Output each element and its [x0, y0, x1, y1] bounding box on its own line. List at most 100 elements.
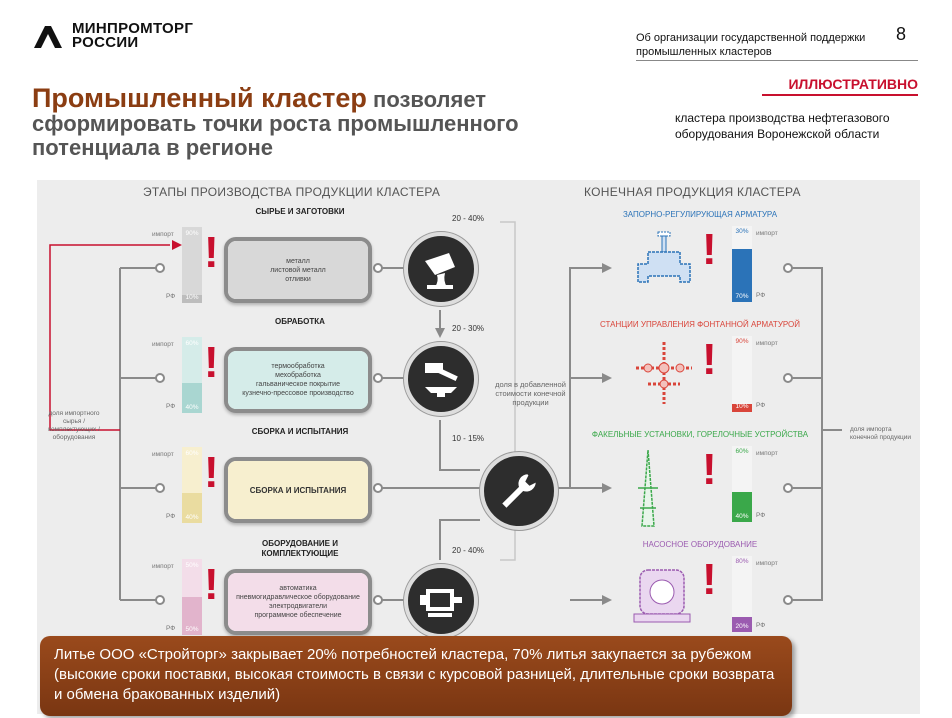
logo-triangle-icon: [34, 26, 62, 48]
product-title: СТАНЦИИ УПРАВЛЕНИЯ ФОНТАННОЙ АРМАТУРОЙ: [599, 320, 801, 329]
product-import-share-bar: 30% 70%: [732, 226, 752, 302]
product-rf-pct: 10%: [735, 403, 749, 410]
product-import-share-bar: 80% 20%: [732, 556, 752, 632]
import-label: импорт: [756, 560, 778, 567]
stage-item: кузнечно-прессовое производство: [242, 390, 354, 397]
stage-item: гальваническое покрытие: [256, 381, 340, 388]
import-pct: 60%: [185, 340, 199, 347]
hammer-anvil-icon: [404, 342, 478, 416]
warning-exclamation-icon: !: [204, 338, 219, 387]
warning-exclamation-icon: !: [702, 335, 717, 384]
rf-label: РФ: [166, 403, 176, 410]
product-rf-share-fill: [732, 617, 752, 632]
product-illustration-icon: [628, 448, 668, 533]
stage-items: СБОРКА И ИСПЫТАНИЯ: [228, 461, 368, 519]
import-share-bar: 90% 10%: [182, 227, 202, 303]
rf-share-fill: [182, 295, 202, 303]
right-note: доля импорта конечной продукции: [850, 426, 912, 441]
stage-item: отливки: [285, 275, 311, 283]
product-import-pct: 30%: [735, 228, 749, 235]
rf-label: РФ: [756, 512, 766, 519]
rf-pct: 10%: [185, 294, 199, 301]
import-pct: 50%: [185, 562, 199, 569]
import-label: импорт: [152, 341, 174, 348]
wrench-icon: [480, 452, 558, 530]
import-share-bar: 60% 40%: [182, 447, 202, 523]
header-divider: [636, 60, 918, 61]
import-label: импорт: [756, 230, 778, 237]
rf-share-fill: [182, 383, 202, 413]
import-label: импорт: [152, 231, 174, 238]
product-rf-share-fill: [732, 492, 752, 522]
value-added-range: 20 - 30%: [452, 324, 485, 333]
product-title: ЗАПОРНО-РЕГУЛИРУЮЩАЯ АРМАТУРА: [622, 210, 778, 219]
product-rf-pct: 40%: [735, 513, 749, 520]
stage-item: электродвигатели: [268, 603, 327, 610]
stage-title: ОБОРУДОВАНИЕ И КОМПЛЕКТУЮЩИЕ: [261, 539, 339, 558]
stage-items: термообработка мехобработка гальваническое…: [228, 351, 368, 409]
document-title: Об организации государственной поддержки…: [636, 32, 866, 58]
import-label: импорт: [152, 451, 174, 458]
stage-item: пневмогидравлическое оборудование: [236, 594, 360, 601]
product-import-share-bar: 90% 10%: [732, 336, 752, 412]
slide-title-rest: позволяет сформировать точки роста промы…: [32, 87, 519, 160]
product-import-share-bar: 60% 40%: [732, 446, 752, 522]
rf-pct: 40%: [185, 514, 199, 521]
warning-exclamation-icon: !: [702, 225, 717, 274]
stage-title: СБОРКА И ИСПЫТАНИЯ: [251, 427, 349, 436]
import-share-bar: 60% 40%: [182, 337, 202, 413]
rf-label: РФ: [166, 293, 176, 300]
stage-box: СБОРКА И ИСПЫТАНИЯ: [224, 457, 372, 523]
product-title: ФАКЕЛЬНЫЕ УСТАНОВКИ, ГОРЕЛОЧНЫЕ УСТРОЙСТ…: [591, 430, 809, 439]
stage-item: термообработка: [271, 363, 325, 370]
product-rf-share-fill: [732, 249, 752, 302]
rf-share-fill: [182, 597, 202, 635]
slide-title: Промышленный кластер позволяет сформиров…: [32, 83, 652, 160]
product-import-pct: 90%: [735, 338, 749, 345]
rf-label: РФ: [756, 292, 766, 299]
stage-item: автоматика: [279, 585, 317, 592]
rf-pct: 40%: [185, 404, 199, 411]
rf-share-fill: [182, 493, 202, 523]
rf-label: РФ: [756, 622, 766, 629]
warning-exclamation-icon: !: [702, 555, 717, 604]
stage-box: термообработка мехобработка гальваническое…: [224, 347, 372, 413]
rf-label: РФ: [756, 402, 766, 409]
import-pct: 90%: [185, 230, 199, 237]
stage-item: мехобработка: [275, 372, 321, 379]
page-number: 8: [896, 24, 907, 44]
value-added-note: доля в добавленной стоимости конечной пр…: [495, 380, 566, 407]
casting-callout: Литье ООО «Стройторг» закрывает 20% потр…: [40, 636, 792, 716]
illustrative-label: ИЛЛЮСТРАТИВНО: [762, 76, 918, 96]
product-rf-pct: 70%: [735, 293, 749, 300]
warning-exclamation-icon: !: [204, 448, 219, 497]
logo-text-line1: МИНПРОМТОРГ: [72, 20, 194, 37]
product-rf-pct: 20%: [735, 623, 749, 630]
product-illustration-icon: [628, 558, 696, 633]
ministry-logo: МИНПРОМТОРГ РОССИИ: [32, 20, 194, 50]
product-illustration-icon: [628, 338, 700, 413]
import-label: импорт: [152, 563, 174, 570]
warning-exclamation-icon: !: [702, 445, 717, 494]
import-pct: 60%: [185, 450, 199, 457]
stages-heading: ЭТАПЫ ПРОИЗВОДСТВА ПРОДУКЦИИ КЛАСТЕРА: [143, 185, 441, 199]
slide-title-highlight: Промышленный кластер: [32, 83, 367, 113]
rf-label: РФ: [166, 625, 176, 632]
value-added-range: 20 - 40%: [452, 214, 485, 223]
stage-item: листовой металл: [270, 266, 326, 274]
product-import-pct: 80%: [735, 558, 749, 565]
warning-exclamation-icon: !: [204, 228, 219, 277]
value-added-range: 20 - 40%: [452, 546, 485, 555]
stage-box-title: СБОРКА И ИСПЫТАНИЯ: [249, 485, 347, 495]
import-label: импорт: [756, 340, 778, 347]
stage-title: СЫРЬЕ И ЗАГОТОВКИ: [255, 207, 345, 216]
stage-items: автоматика пневмогидравлическое оборудова…: [228, 573, 368, 631]
product-illustration-icon: [628, 228, 700, 297]
stage-item: программное обеспечение: [254, 612, 342, 619]
stage-box: автоматика пневмогидравлическое оборудова…: [224, 569, 372, 635]
import-label: импорт: [756, 450, 778, 457]
casting-icon: [404, 232, 478, 306]
